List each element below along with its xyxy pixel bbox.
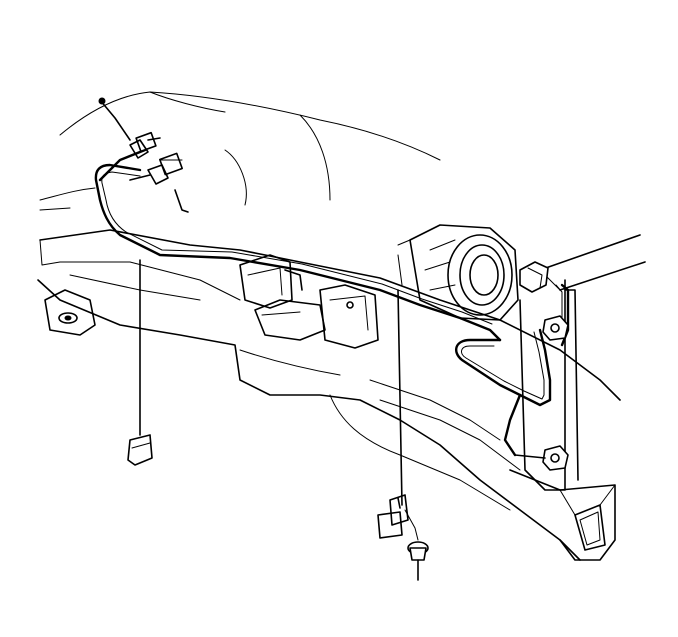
brake-lines xyxy=(94,148,570,457)
left-grommet xyxy=(127,259,153,466)
body-outline xyxy=(39,91,441,211)
right-fittings xyxy=(514,261,569,471)
center-clip-bolt xyxy=(377,289,429,581)
pulley-assembly xyxy=(397,224,519,321)
center-bracket xyxy=(239,254,379,349)
upper-fittings xyxy=(98,97,189,213)
